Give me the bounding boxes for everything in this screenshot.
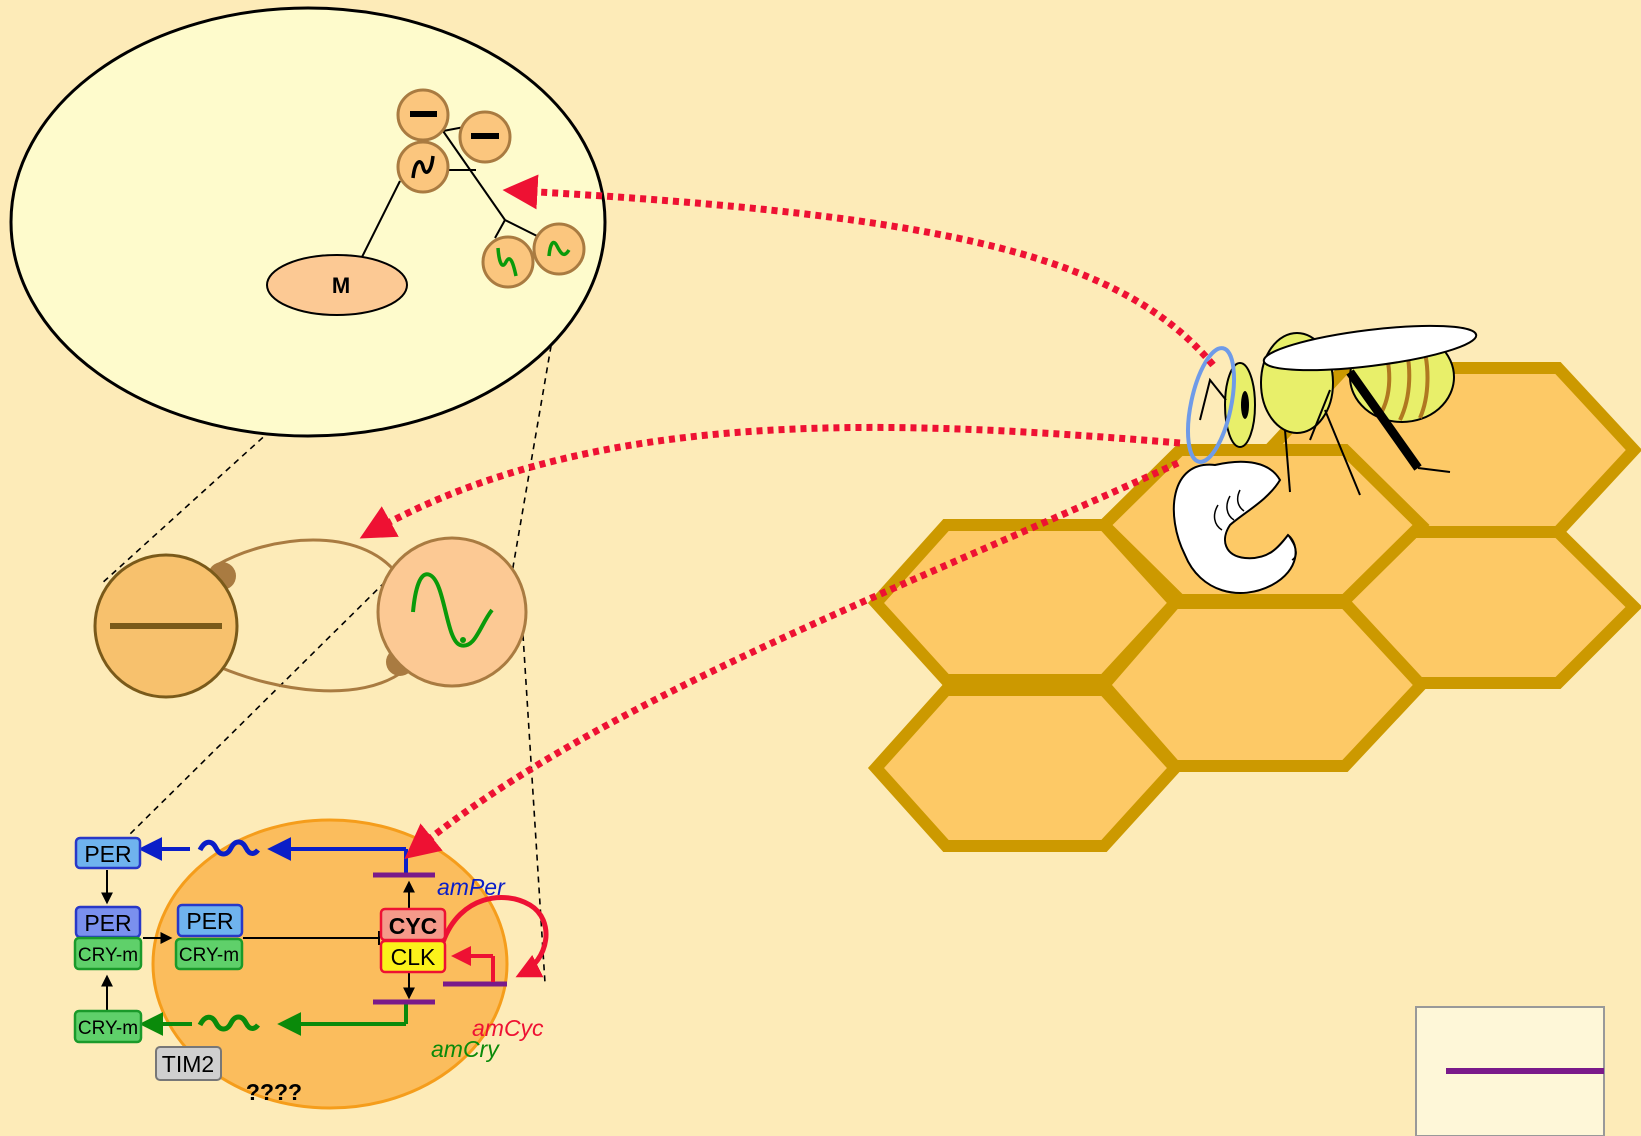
sine-wave-icon — [411, 155, 435, 179]
neuron-network — [93, 536, 528, 699]
tim2-box: TIM2 — [155, 1046, 222, 1081]
cell-molecular-clock: PER PER CRY-m PER CRY-m CRY-m TIM2 ???? … — [73, 818, 549, 1110]
brain-oscillator-neuron — [396, 140, 450, 194]
amper-label: amPer — [437, 874, 506, 900]
cry-m-label: CRY-m — [179, 945, 239, 966]
brain-clock-neuron — [532, 222, 586, 276]
cyc-label: CYC — [389, 913, 438, 939]
clk-label: CLK — [391, 944, 436, 970]
cell-body — [151, 818, 509, 1110]
oscillator-neuron — [376, 536, 528, 688]
tim2-label: TIM2 — [162, 1051, 214, 1077]
inhibitor-neuron — [93, 553, 239, 699]
cry-mrna-icon — [197, 1014, 260, 1032]
unknown-label: ???? — [246, 1079, 302, 1105]
cry-protein-box: CRY-m — [73, 1009, 143, 1044]
brain-outline — [9, 6, 607, 438]
brain-clock-neuron — [481, 235, 535, 289]
sine-wave-icon — [547, 240, 571, 257]
amcry-label: amCry — [431, 1036, 500, 1062]
per-protein-box: PER — [74, 836, 142, 870]
per-label: PER — [84, 841, 131, 867]
larva — [1172, 460, 1297, 594]
cry-m-label: CRY-m — [78, 945, 138, 966]
amcyc-label: amCyc — [472, 1015, 544, 1041]
nucleus-m-label: M — [332, 273, 350, 298]
bee-wing — [1262, 324, 1478, 372]
per-cry-complex: PER CRY-m — [73, 905, 143, 971]
cyc-box: CYC — [379, 907, 447, 942]
per-mrna-icon — [197, 839, 260, 857]
arrow-bee-to-network — [359, 423, 1181, 539]
per-label: PER — [186, 908, 233, 934]
per-cry-nuclear-complex: PER CRY-m — [174, 903, 244, 971]
brain-inhibitor-neuron — [396, 88, 450, 142]
nucleus-m — [266, 254, 408, 316]
honeycomb — [867, 362, 1641, 852]
cry-m-label: CRY-m — [78, 1018, 138, 1039]
honeycomb-cell — [867, 684, 1184, 852]
zoom-arrows — [359, 174, 1216, 860]
sine-wave-icon — [496, 247, 518, 277]
brain-region: M — [9, 6, 607, 438]
per-label: PER — [84, 910, 131, 936]
honeybee — [1186, 324, 1478, 496]
arrow-bee-to-brain — [502, 174, 1216, 368]
arrow-bee-to-cell — [404, 459, 1180, 860]
brain-inhibitor-neuron — [458, 110, 512, 164]
bee-eye — [1241, 391, 1249, 419]
legend-box — [1415, 1006, 1605, 1136]
clk-box: CLK — [379, 939, 447, 974]
bee-antenna-highlight — [1186, 346, 1236, 464]
sine-wave-icon — [411, 572, 494, 648]
